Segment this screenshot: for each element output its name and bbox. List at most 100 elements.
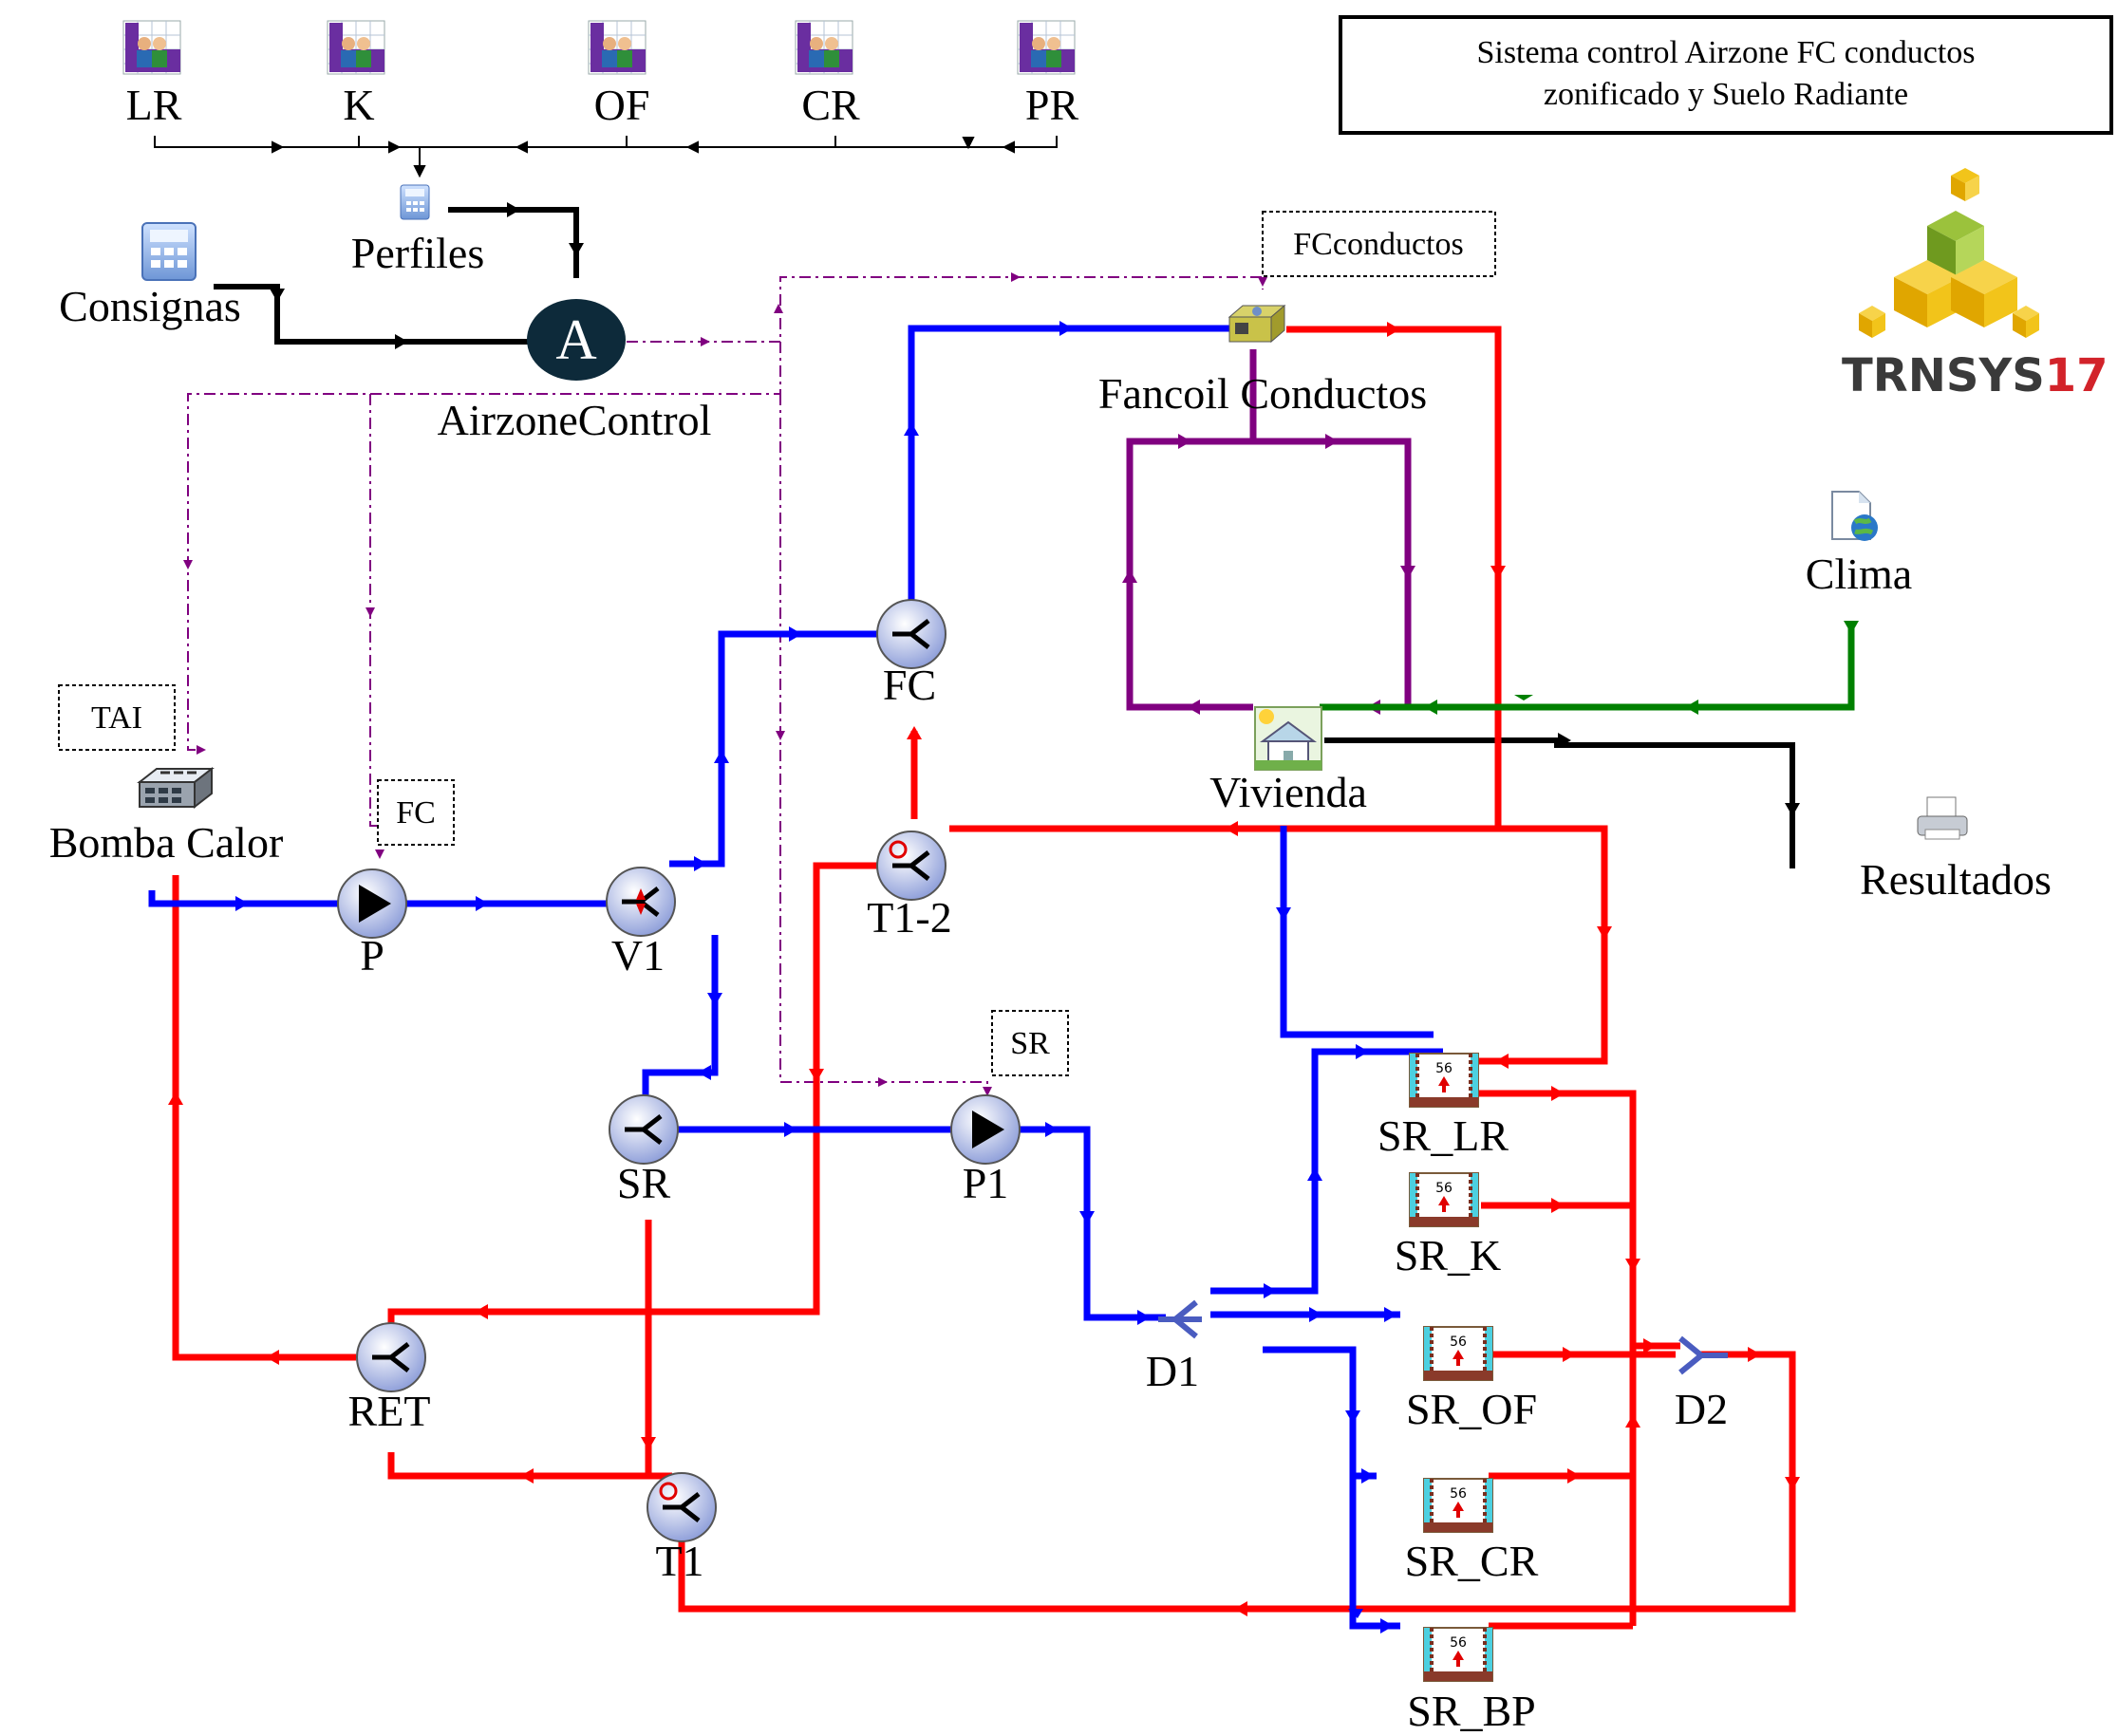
- svg-text:TRNSYS17: TRNSYS17: [1842, 349, 2109, 402]
- valve-t12-label: T1-2: [867, 893, 951, 942]
- valve-t12[interactable]: T1-2: [867, 831, 952, 942]
- logo-text: TRNSYS: [1842, 349, 2045, 402]
- radiant-floor-icon: 56: [1409, 1053, 1479, 1108]
- perfiles-component[interactable]: Perfiles: [351, 184, 485, 277]
- zone-bus: [154, 136, 1058, 178]
- weather-file-icon: [1831, 491, 1878, 541]
- radiant-floor-icon: 56: [1423, 1478, 1493, 1533]
- pump-p-label: P: [360, 931, 384, 980]
- bomba-calor-component[interactable]: Bomba Calor: [49, 766, 284, 867]
- heat-pump-icon: [137, 766, 215, 810]
- perfiles-label: Perfiles: [351, 229, 485, 277]
- title-line-1: Sistema control Airzone FC conductos: [1476, 35, 1975, 70]
- floor-number: 56: [1450, 1335, 1467, 1350]
- diverter-icon: [1158, 1299, 1202, 1339]
- pump-p1[interactable]: P1: [950, 1094, 1021, 1207]
- valve-v1[interactable]: V1: [606, 867, 676, 980]
- resultados-label: Resultados: [1860, 855, 2052, 904]
- floor-number: 56: [1435, 1181, 1453, 1196]
- zone-label-of: OF: [594, 81, 650, 129]
- clima-label: Clima: [1806, 550, 1912, 598]
- fancoil-component[interactable]: Fancoil Conductos: [1098, 304, 1427, 418]
- valve-ret-label: RET: [348, 1387, 431, 1435]
- valve-ret[interactable]: RET: [348, 1322, 431, 1435]
- floor-sr-k[interactable]: 56 SR_K: [1395, 1172, 1501, 1279]
- valve-t1[interactable]: T1: [647, 1472, 717, 1585]
- floor-number: 56: [1435, 1061, 1453, 1076]
- mixer-d2-label: D2: [1675, 1385, 1728, 1433]
- airzone-symbol: A: [555, 308, 596, 371]
- zone-label-lr: LR: [126, 81, 182, 129]
- zone-icons: LR K OF CR PR: [122, 20, 1079, 129]
- valve-fc-label: FC: [883, 661, 936, 709]
- house-icon: [1254, 706, 1322, 771]
- title-box: Sistema control Airzone FC conductos zon…: [1339, 15, 2113, 135]
- mixer-icon: [1678, 1335, 1728, 1375]
- hot-pipes: [172, 326, 1796, 1630]
- zone-label-cr: CR: [801, 81, 860, 129]
- floor-sr-lr-label: SR_LR: [1378, 1111, 1509, 1160]
- pump-p[interactable]: P: [337, 868, 407, 980]
- resultados-component[interactable]: Resultados: [1860, 796, 2052, 904]
- zone-icon-k[interactable]: [327, 20, 385, 75]
- consignas-label: Consignas: [59, 282, 241, 330]
- tag-fc: FC: [377, 779, 455, 846]
- zone-icon-lr[interactable]: [122, 20, 181, 75]
- title-line-2: zonificado y Suelo Radiante: [1544, 77, 1908, 112]
- clima-component[interactable]: Clima: [1806, 491, 1912, 598]
- floor-sr-bp-label: SR_BP: [1407, 1687, 1536, 1735]
- floor-sr-of-label: SR_OF: [1406, 1385, 1537, 1433]
- floor-sr-lr[interactable]: 56 SR_LR: [1378, 1053, 1509, 1160]
- floor-sr-bp[interactable]: 56 SR_BP: [1407, 1627, 1536, 1735]
- zone-icon-of[interactable]: [588, 20, 647, 75]
- tag-tai: TAI: [58, 684, 176, 751]
- weather-link: [1320, 621, 1859, 715]
- zone-label-pr: PR: [1025, 81, 1079, 129]
- diverter-d1[interactable]: D1: [1146, 1299, 1202, 1395]
- zone-icon-cr[interactable]: [795, 20, 853, 75]
- svg-text:FC: FC: [396, 795, 436, 831]
- airzone-icon: [527, 299, 626, 381]
- pump-p1-label: P1: [963, 1159, 1009, 1207]
- airzone-label: AirzoneControl: [438, 396, 712, 444]
- calculator-icon: [141, 222, 197, 281]
- valve-sr-label: SR: [617, 1159, 671, 1207]
- valve-v1-label: V1: [611, 931, 665, 980]
- floor-sr-k-label: SR_K: [1395, 1231, 1501, 1279]
- floor-number: 56: [1450, 1486, 1467, 1502]
- signal-links: [214, 207, 1795, 868]
- svg-text:SR: SR: [1010, 1026, 1050, 1061]
- calculator-icon: [400, 184, 430, 220]
- floor-sr-cr[interactable]: 56 SR_CR: [1405, 1478, 1539, 1585]
- radiant-floor-icon: 56: [1409, 1172, 1479, 1227]
- fancoil-icon: [1228, 304, 1286, 344]
- zone-label-k: K: [343, 81, 374, 129]
- vivienda-component[interactable]: Vivienda: [1209, 706, 1367, 816]
- zone-icon-pr[interactable]: [1017, 20, 1076, 75]
- mixer-d2[interactable]: D2: [1675, 1335, 1728, 1433]
- svg-text:TAI: TAI: [91, 700, 142, 736]
- radiant-floor-icon: 56: [1423, 1627, 1493, 1682]
- valve-sr[interactable]: SR: [609, 1094, 679, 1207]
- consignas-component[interactable]: Consignas: [59, 222, 241, 330]
- tag-sr: SR: [991, 1010, 1069, 1076]
- valve-t1-label: T1: [655, 1537, 703, 1585]
- cold-pipes: [148, 325, 1443, 1630]
- bomba-calor-label: Bomba Calor: [49, 818, 284, 867]
- floor-sr-cr-label: SR_CR: [1405, 1537, 1539, 1585]
- svg-text:FCconductos: FCconductos: [1293, 227, 1463, 262]
- tag-fcconductos: FCconductos: [1262, 211, 1496, 277]
- floor-sr-of[interactable]: 56 SR_OF: [1406, 1326, 1537, 1433]
- floor-number: 56: [1450, 1635, 1467, 1651]
- radiant-floor-icon: 56: [1423, 1326, 1493, 1381]
- trnsys-logo: TRNSYS17: [1842, 168, 2109, 402]
- airzone-component[interactable]: A AirzoneControl: [438, 299, 712, 444]
- valve-fc[interactable]: FC: [876, 599, 947, 709]
- diverter-d1-label: D1: [1146, 1347, 1199, 1395]
- cubes-icon: [1859, 168, 2039, 338]
- vivienda-label: Vivienda: [1209, 768, 1367, 816]
- logo-version: 17: [2045, 349, 2109, 402]
- printer-icon: [1917, 796, 1968, 840]
- fancoil-label: Fancoil Conductos: [1098, 369, 1427, 418]
